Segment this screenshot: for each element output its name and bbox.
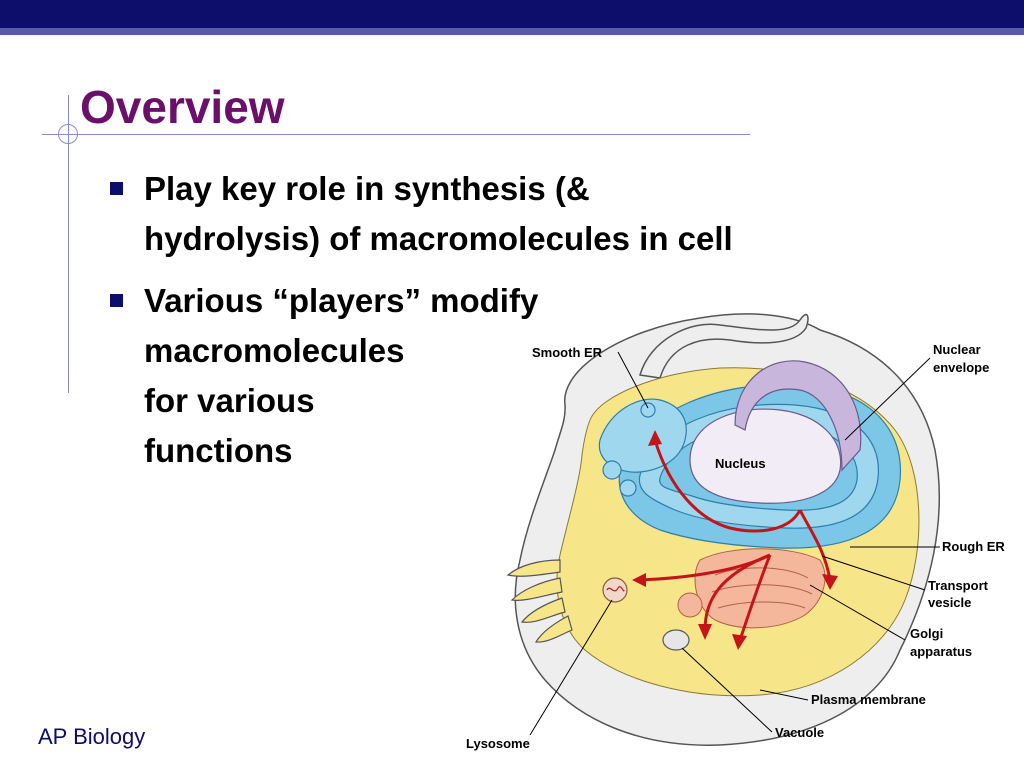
lysosome-shape [602,577,628,603]
membrane-extension-shape [639,313,809,379]
bullet-2-line-4: functions [144,432,293,469]
label-transport-vesicle-line-1: Transport [928,578,989,593]
label-golgi-line-1: Golgi [910,626,943,641]
label-plasma-membrane: Plasma membrane [811,692,926,707]
footer-course-name: AP Biology [38,724,146,749]
arrow-heads [632,430,838,650]
bullet-2-line-3: for various [144,382,315,419]
top-banner [0,0,1024,28]
bullet-2: Various “players” modify macromolecules … [110,276,539,476]
label-nuclear-envelope-line-1: Nuclear [933,342,981,357]
top-banner-stripe [0,28,1024,35]
label-rough-er: Rough ER [942,539,1005,554]
label-smooth-er: Smooth ER [532,345,603,360]
label-nucleus: Nucleus [715,456,766,471]
label-lysosome: Lysosome [466,736,530,751]
microvilli-shape [506,559,573,643]
vacuole-shape [662,629,690,651]
decorative-vertical-line [68,95,69,393]
pathway-arrows [639,439,832,641]
label-transport-vesicle-line-2: vesicle [928,595,971,610]
label-vacuole: Vacuole [775,725,824,740]
bullet-1: Play key role in synthesis (& hydrolysis… [110,164,733,264]
bullet-2-line-1: Various “players” modify [144,282,539,319]
label-leader-lines [529,351,940,736]
decorative-horizontal-line [42,134,750,135]
bullet-square-icon [110,294,123,307]
nuclear-envelope-shape [734,360,862,472]
bullet-1-line-2: hydrolysis) of macromolecules in cell [144,220,733,257]
slide-title: Overview [80,81,285,133]
bullet-square-icon [110,182,123,195]
smooth-er-shape [598,398,687,497]
bullet-2-line-2: macromolecules [144,332,405,369]
bullet-1-line-1: Play key role in synthesis (& [144,170,590,207]
decorative-crosshair [58,124,78,144]
label-nuclear-envelope-line-2: envelope [933,360,989,375]
label-golgi-line-2: apparatus [910,644,972,659]
